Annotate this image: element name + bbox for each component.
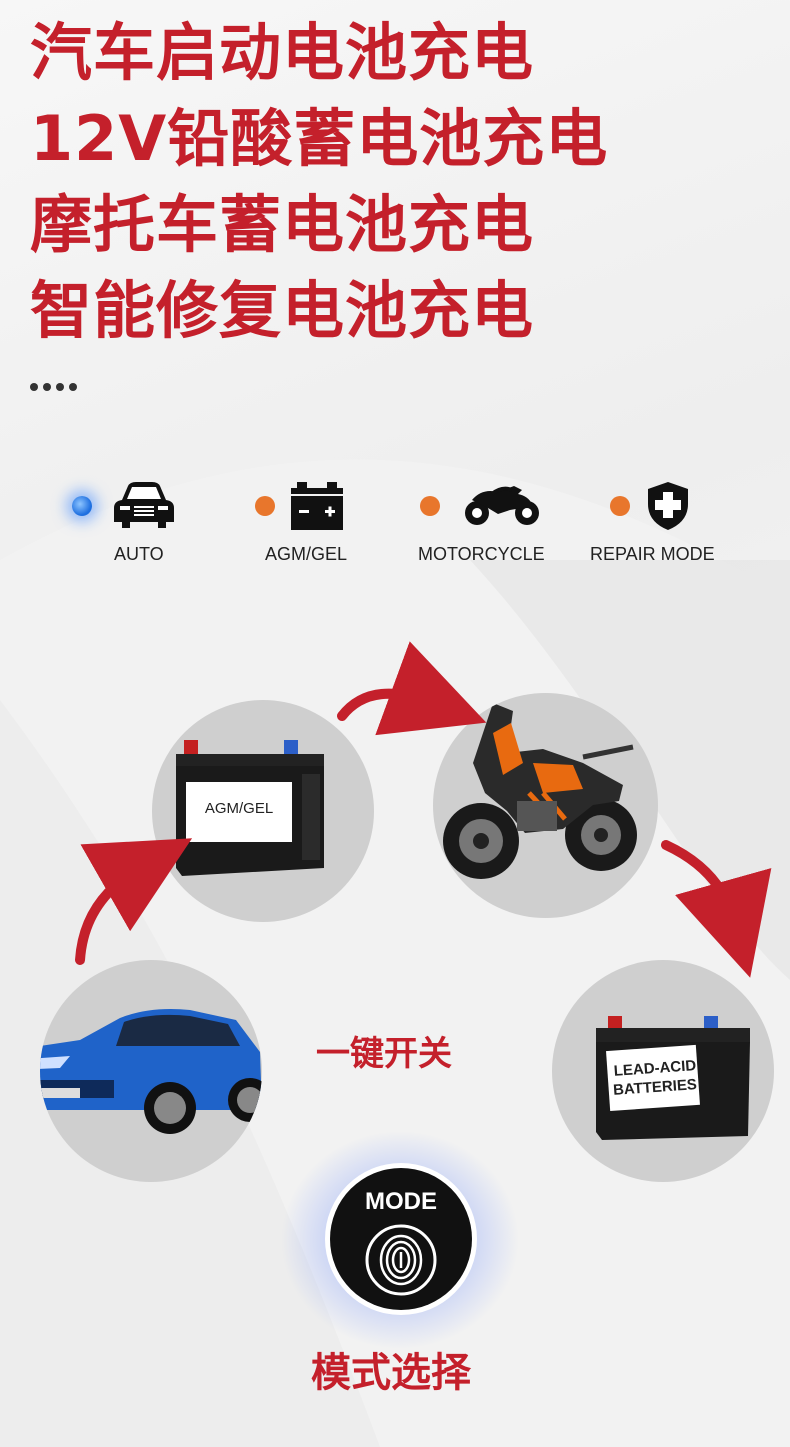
headline-line-3: 摩托车蓄电池充电 bbox=[30, 188, 535, 261]
mode-label-auto: AUTO bbox=[114, 544, 164, 564]
arrow-car-to-agm bbox=[75, 838, 193, 965]
headline: 汽车启动电池充电 12V铅酸蓄电池充电 摩托车蓄电池充电 智能修复电池充电 bbox=[30, 10, 608, 354]
car-icon bbox=[114, 482, 174, 528]
mode-legend: AUTO AGM/GEL MOTORCYCLE bbox=[0, 480, 790, 580]
car-image bbox=[40, 1009, 262, 1134]
car-circle bbox=[40, 960, 262, 1182]
fingerprint-icon bbox=[365, 1224, 437, 1296]
one-key-switch-label: 一键开关 bbox=[316, 1034, 452, 1074]
mode-label-motorcycle: MOTORCYCLE bbox=[418, 544, 545, 564]
headline-line-2: 12V铅酸蓄电池充电 bbox=[30, 102, 609, 175]
indicator-orange-led bbox=[420, 496, 440, 516]
agm-gel-label: AGM/GEL bbox=[204, 800, 274, 817]
arrow-motorcycle-to-leadacid bbox=[661, 840, 772, 978]
motorcycle-circle bbox=[433, 693, 658, 918]
lead-acid-battery-circle: LEAD-ACID BATTERIES bbox=[552, 960, 774, 1182]
arrow-agm-to-motorcycle bbox=[337, 641, 487, 736]
shield-plus-icon bbox=[648, 482, 688, 530]
indicator-blue-led bbox=[72, 496, 92, 516]
indicator-orange-led bbox=[610, 496, 630, 516]
mode-button-label: MODE bbox=[365, 1188, 437, 1215]
mode-select-title: 模式选择 bbox=[311, 1350, 471, 1396]
battery-icon bbox=[291, 482, 343, 530]
mode-button[interactable]: MODE bbox=[325, 1163, 477, 1315]
lead-acid-battery-image bbox=[596, 1016, 750, 1140]
ellipsis-dots bbox=[30, 383, 77, 391]
motorcycle-icon bbox=[465, 486, 539, 525]
indicator-orange-led bbox=[255, 496, 275, 516]
motorcycle-image bbox=[443, 703, 637, 879]
agm-gel-battery-image bbox=[176, 740, 324, 876]
agm-gel-battery-circle: AGM/GEL bbox=[152, 700, 374, 922]
mode-label-repair: REPAIR MODE bbox=[590, 544, 715, 564]
headline-line-1: 汽车启动电池充电 bbox=[30, 16, 535, 89]
headline-line-4: 智能修复电池充电 bbox=[30, 274, 535, 347]
mode-label-agm-gel: AGM/GEL bbox=[265, 544, 348, 564]
